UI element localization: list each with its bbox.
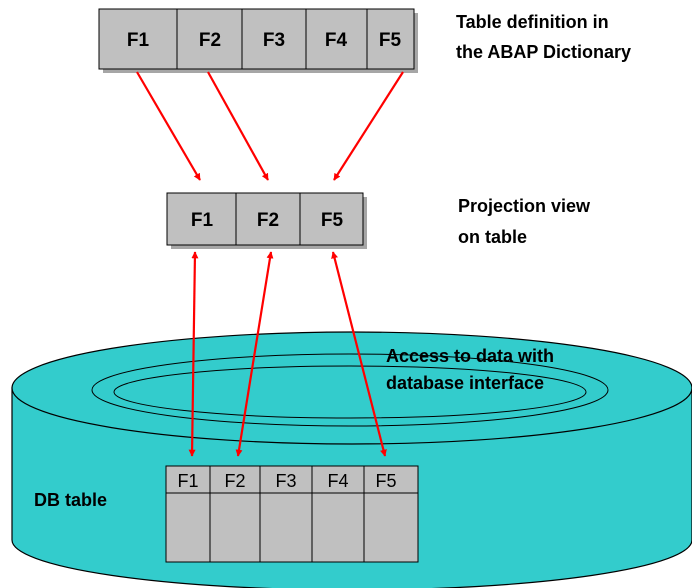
arrow-view-f5-db-f5 [331, 251, 387, 457]
dictionary-label-line: the ABAP Dictionary [456, 42, 631, 62]
projection-field: F2 [257, 210, 279, 231]
access-label: Access to data with database interface [386, 346, 554, 393]
arrow-dictionary-f1-to-view-f1 [136, 71, 201, 181]
projection-view-frame [166, 192, 364, 246]
dictionary-field: F4 [325, 30, 348, 51]
db-table-field: F1 [177, 471, 198, 491]
dictionary-label-line: Table definition in [456, 12, 609, 32]
projection-label-line: on table [458, 227, 527, 247]
access-label-line: database interface [386, 373, 544, 393]
dictionary-field: F5 [379, 30, 402, 51]
projection-view-table: F1 F2 F5 [166, 192, 367, 249]
arrow-view-f2-db-f2 [235, 251, 274, 457]
dictionary-label: Table definition in the ABAP Dictionary [456, 12, 631, 62]
projection-label: Projection view on table [458, 196, 591, 247]
db-table-field: F3 [275, 471, 296, 491]
db-table-frame [165, 465, 419, 563]
arrow-dictionary-f5-to-view-f5 [333, 71, 404, 181]
dictionary-table-frame [98, 8, 415, 70]
dictionary-field: F3 [263, 30, 285, 51]
projection-field: F1 [191, 210, 214, 231]
dictionary-field: F2 [199, 30, 221, 51]
projection-label-line: Projection view [458, 196, 591, 216]
arrow-view-f1-db-f1 [188, 251, 199, 457]
dictionary-field: F1 [127, 30, 150, 51]
arrow-dictionary-f2-to-view-f2 [207, 71, 269, 181]
projection-field: F5 [321, 210, 344, 231]
db-table-field: F2 [224, 471, 245, 491]
mapping-arrows [136, 71, 404, 181]
db-table-field: F4 [327, 471, 348, 491]
db-table: F1 F2 F3 F4 F5 [165, 465, 419, 563]
dictionary-table: F1 F2 F3 F4 F5 [98, 8, 418, 73]
db-table-field: F5 [375, 471, 396, 491]
db-table-label: DB table [34, 490, 107, 510]
access-label-line: Access to data with [386, 346, 554, 366]
access-arrows [188, 251, 387, 457]
